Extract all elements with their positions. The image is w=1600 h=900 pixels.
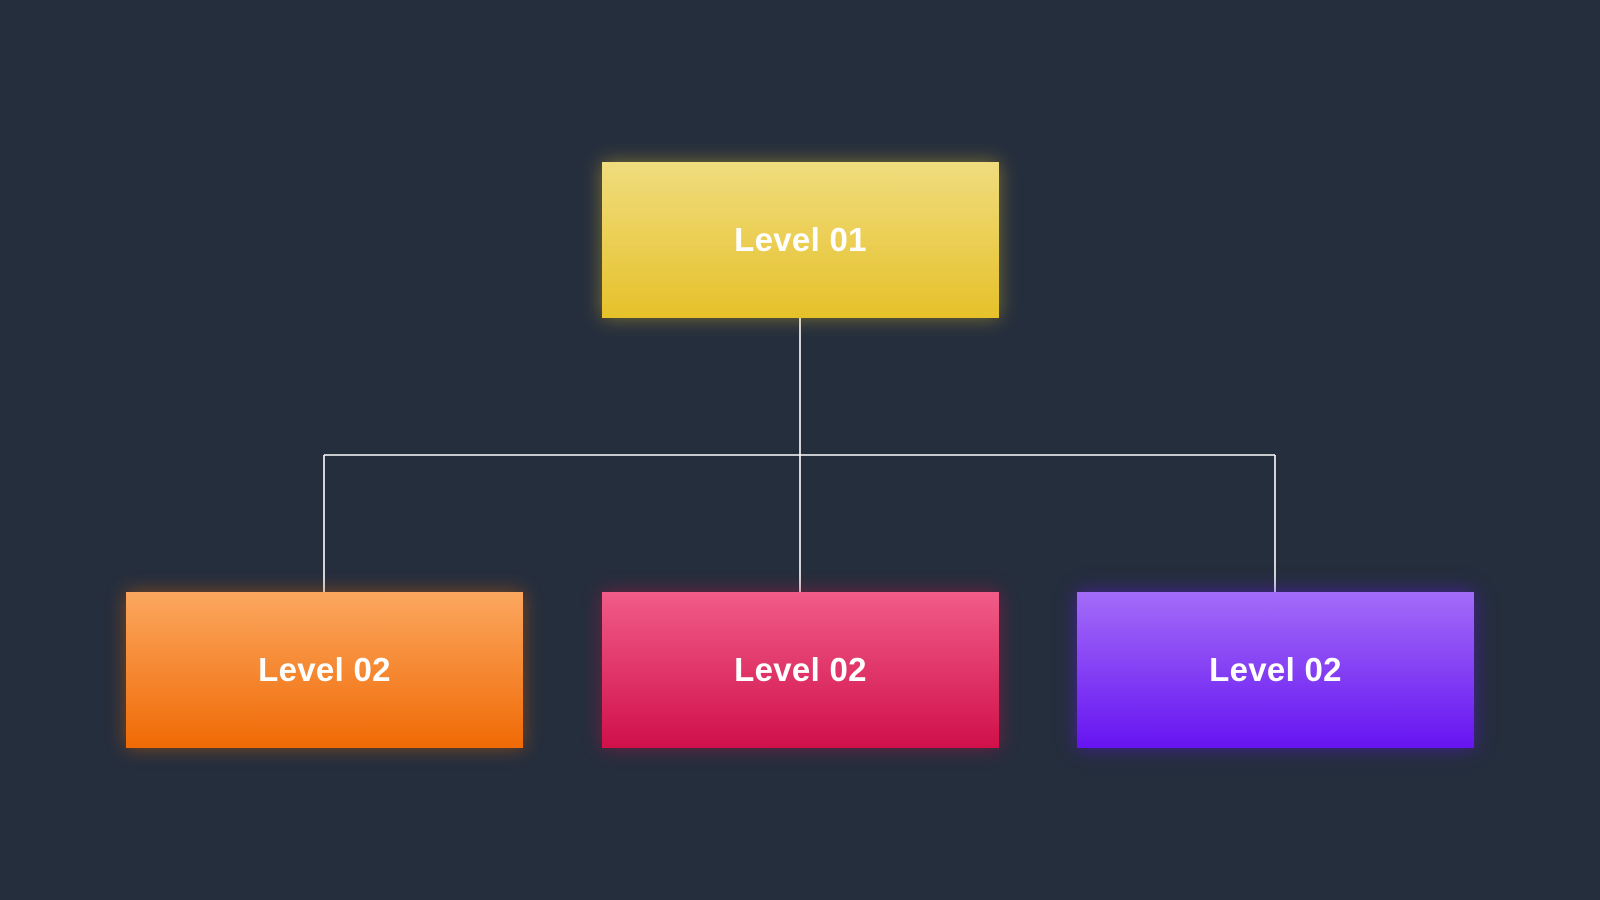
child-node-2-label: Level 02	[734, 651, 867, 688]
child-node-3-label: Level 02	[1209, 651, 1342, 688]
child-node-2: Level 02	[602, 592, 999, 748]
root-node: Level 01	[602, 162, 999, 318]
root-node-label: Level 01	[734, 221, 867, 258]
child-node-1-label: Level 02	[258, 651, 391, 688]
child-node-1: Level 02	[126, 592, 523, 748]
child-node-3: Level 02	[1077, 592, 1474, 748]
